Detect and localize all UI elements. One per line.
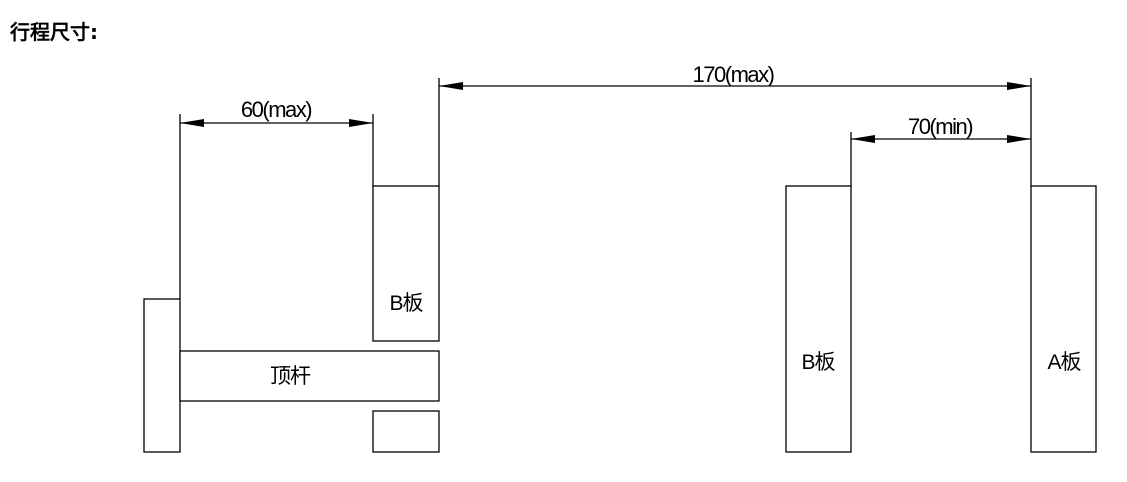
part-label-ejector-rod: 顶杆: [270, 365, 311, 388]
ejector-rod: [179, 350, 440, 402]
ejector-plate: [143, 298, 181, 453]
b-plate-left-lower: [372, 410, 440, 453]
dimension-label-ejector-travel: 60(max): [241, 97, 311, 122]
arrow-right-icon: [349, 119, 373, 127]
part-label-b-plate-left: B板: [389, 292, 423, 315]
b-plate-left-upper: [372, 185, 440, 342]
arrow-left-icon: [180, 119, 204, 127]
part-label-a-plate: A板: [1047, 351, 1081, 374]
b-plate-right: [785, 185, 852, 453]
part-label-b-plate-right: B板: [801, 351, 835, 374]
arrow-right-icon: [1007, 82, 1031, 90]
a-plate: [1030, 185, 1097, 453]
page-title: 行程尺寸:: [10, 20, 98, 44]
dimension-label-opening-max: 170(max): [693, 62, 774, 87]
arrow-left-icon: [439, 82, 463, 90]
arrow-left-icon: [851, 135, 875, 143]
dimension-label-opening-min: 70(min): [908, 114, 972, 139]
arrow-right-icon: [1007, 135, 1031, 143]
